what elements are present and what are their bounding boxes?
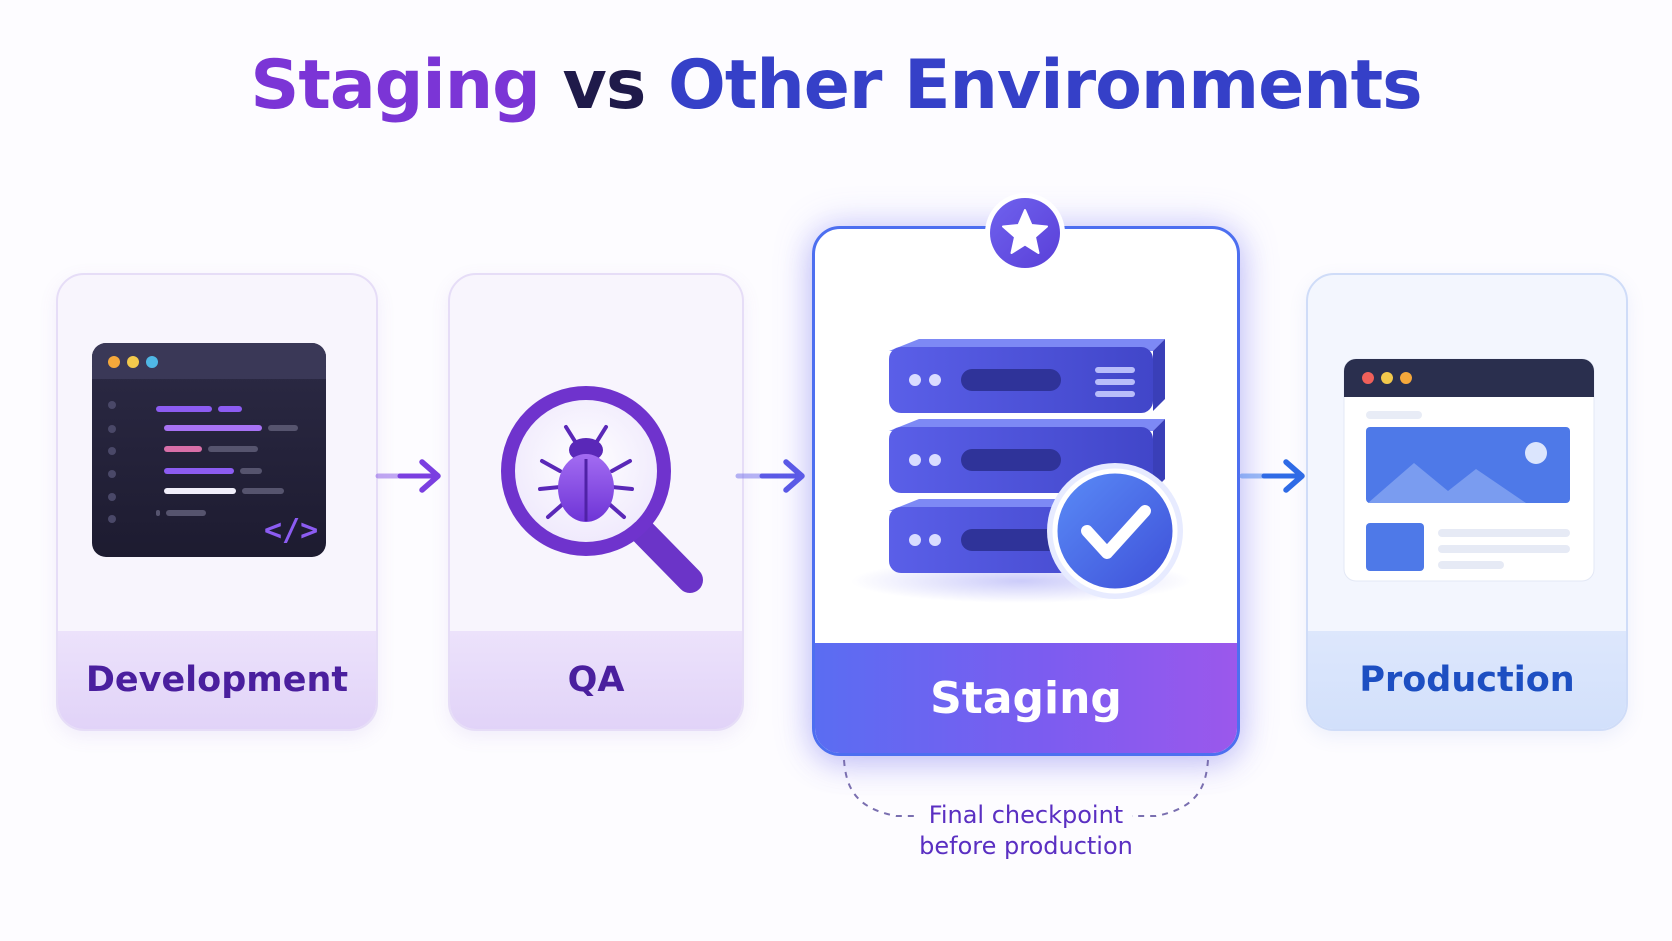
note-line-2: before production [919, 832, 1133, 860]
stage-card-production: Production [1306, 273, 1628, 731]
stage-card-staging: Staging [812, 226, 1240, 756]
svg-text:</>: </> [264, 513, 318, 548]
staging-note: Final checkpoint before production [866, 800, 1186, 862]
title-vs: vs [562, 46, 647, 125]
stage-card-development: </> Development [56, 273, 378, 731]
bug-magnifier-icon [501, 386, 703, 593]
title-other-environments: Other Environments [668, 46, 1423, 125]
code-editor-icon: </> [92, 343, 326, 557]
server-check-icon [851, 339, 1191, 603]
stage-card-qa: QA [448, 273, 744, 731]
browser-window-icon [1343, 358, 1595, 582]
note-line-1: Final checkpoint [928, 801, 1124, 829]
stage-label-staging: Staging [815, 643, 1237, 753]
arrow-right-icon [735, 459, 805, 493]
stage-illustration: </> [58, 275, 376, 639]
stage-label-production: Production [1308, 631, 1626, 729]
note-bracket [843, 759, 1209, 817]
star-icon [985, 193, 1065, 273]
arrow-right-icon [1239, 459, 1305, 493]
stage-illustration [815, 229, 1237, 643]
stage-label-qa: QA [450, 631, 742, 729]
title-staging: Staging [250, 46, 540, 125]
stage-illustration [1308, 275, 1626, 639]
arrow-right-icon [375, 459, 441, 493]
stage-illustration [450, 275, 742, 639]
stage-label-development: Development [58, 631, 376, 729]
page-title: Staging vs Other Environments [0, 52, 1672, 120]
